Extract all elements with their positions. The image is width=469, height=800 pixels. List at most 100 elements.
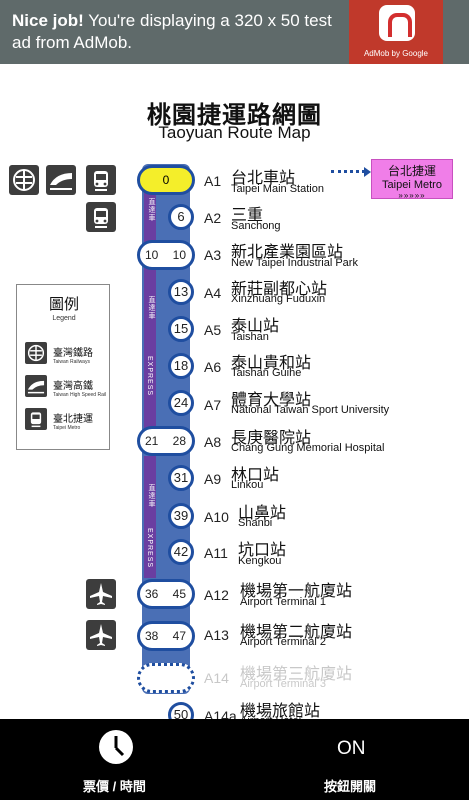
legend-label-en: Taiwan High Speed Rail bbox=[53, 392, 107, 398]
express-label: 直達車 bbox=[148, 198, 155, 222]
station-marker[interactable]: 42 bbox=[168, 539, 194, 565]
express-label: 直達車 bbox=[148, 484, 155, 508]
metro-icon bbox=[25, 408, 47, 430]
station-name[interactable]: 機場旅館站 bbox=[240, 703, 321, 720]
connection-arrow bbox=[331, 167, 371, 177]
station-name-en: Airport Terminal 1 bbox=[240, 596, 326, 608]
station-code: A3 bbox=[204, 247, 222, 263]
station-code: A7 bbox=[204, 397, 222, 413]
chevron-right-icon: »»»»» bbox=[398, 191, 426, 200]
station-name-en: New Taipei Industrial Park bbox=[231, 257, 358, 269]
station-code: A2 bbox=[204, 210, 222, 226]
legend-label: 臺灣鐵路 bbox=[53, 348, 93, 359]
airport-icon bbox=[86, 620, 116, 650]
airport-icon bbox=[86, 579, 116, 609]
station-name[interactable]: 三重 bbox=[231, 207, 264, 224]
railway-icon bbox=[25, 342, 47, 364]
legend: 圖例 Legend 臺灣鐵路 Taiwan Railways 臺灣高鐵 Taiw… bbox=[16, 284, 110, 450]
legend-label-en: Taipei Metro bbox=[53, 425, 81, 431]
station-marker[interactable]: 39 bbox=[168, 503, 194, 529]
admob-icon bbox=[379, 5, 415, 41]
metro-icon bbox=[86, 165, 116, 195]
station-code: A8 bbox=[204, 434, 222, 450]
station-name[interactable]: 體育大學站 bbox=[231, 392, 312, 409]
station-marker[interactable]: 13 bbox=[168, 279, 194, 305]
ad-banner[interactable]: Nice job! You're displaying a 320 x 50 t… bbox=[0, 0, 469, 64]
metro-icon bbox=[86, 202, 116, 232]
station-name[interactable]: 山鼻站 bbox=[238, 505, 287, 522]
station-name[interactable]: 台北車站 bbox=[231, 170, 296, 187]
station-marker-planned bbox=[137, 663, 195, 693]
station-name[interactable]: 泰山站 bbox=[231, 318, 280, 335]
station-code: A12 bbox=[204, 587, 229, 603]
station-code: A14 bbox=[204, 670, 229, 686]
station-code: A9 bbox=[204, 471, 222, 487]
station-marker[interactable]: 24 bbox=[168, 390, 194, 416]
station-name-en: Linkou bbox=[231, 479, 264, 491]
express-label: 直達車 bbox=[148, 296, 155, 320]
station-name[interactable]: 新北產業園區站 bbox=[231, 244, 344, 261]
taipei-metro-label: 台北捷運 bbox=[387, 164, 436, 178]
station-name-en: Shanbi bbox=[238, 517, 273, 529]
express-segment bbox=[144, 456, 156, 578]
clock-icon bbox=[99, 730, 133, 764]
station-code: A11 bbox=[204, 545, 228, 561]
station-code: A4 bbox=[204, 285, 222, 301]
station-name[interactable]: 泰山貴和站 bbox=[231, 355, 312, 372]
taipei-metro-label-en: Taipei Metro bbox=[382, 179, 442, 191]
taipei-metro-button[interactable]: 台北捷運 Taipei Metro »»»»» bbox=[371, 159, 453, 200]
station-marker[interactable]: 0 bbox=[137, 165, 195, 195]
station-marker[interactable]: 31 bbox=[168, 465, 194, 491]
station-name-en: Kengkou bbox=[238, 555, 282, 567]
express-label-en: EXPRESS bbox=[146, 356, 153, 397]
station-name-en: Airport Terminal 3 bbox=[240, 678, 326, 690]
hsr-icon bbox=[46, 165, 76, 195]
station-name[interactable]: 長庚醫院站 bbox=[231, 430, 312, 447]
station-name[interactable]: 新莊副都心站 bbox=[231, 281, 328, 298]
station-name-en: Airport Terminal 2 bbox=[240, 636, 326, 648]
station-name[interactable]: 機場第一航廈站 bbox=[240, 583, 353, 600]
station-name-en: Sanchong bbox=[231, 220, 281, 232]
fare-time-label: 票價 / 時間 bbox=[83, 779, 146, 794]
railway-icon bbox=[9, 165, 39, 195]
station-marker[interactable]: 6 bbox=[168, 204, 194, 230]
station-marker[interactable]: 15 bbox=[168, 316, 194, 342]
button-toggle[interactable]: ON 按鈕開關 bbox=[300, 719, 410, 800]
station-name: 機場第三航廈站 bbox=[240, 666, 353, 683]
station-name-en: Taipei Main Station bbox=[231, 183, 324, 195]
station-name-en: Chang Gung Memorial Hospital bbox=[231, 442, 385, 454]
bottom-bar: 票價 / 時間 ON 按鈕開關 bbox=[0, 719, 469, 800]
express-segment bbox=[144, 268, 156, 430]
legend-subtitle: Legend bbox=[52, 315, 76, 322]
station-code: A5 bbox=[204, 322, 222, 338]
map-title-en: Taoyuan Route Map bbox=[158, 123, 311, 142]
toggle-label: 按鈕開關 bbox=[324, 779, 377, 794]
hsr-icon bbox=[25, 375, 47, 397]
station-name-en: Taishan Guihe bbox=[231, 367, 302, 379]
toggle-state: ON bbox=[337, 738, 366, 759]
station-marker[interactable]: 18 bbox=[168, 353, 194, 379]
ad-text: Nice job! You're displaying a 320 x 50 t… bbox=[12, 11, 332, 52]
station-code: A6 bbox=[204, 359, 222, 375]
ad-by-label: AdMob by Google bbox=[363, 49, 429, 58]
legend-label: 臺灣高鐵 bbox=[53, 381, 93, 392]
express-segment bbox=[144, 190, 156, 242]
station-name-en: Taishan bbox=[231, 331, 269, 343]
fare-time-button[interactable]: 票價 / 時間 bbox=[60, 719, 180, 800]
station-name[interactable]: 機場第二航廈站 bbox=[240, 624, 353, 641]
legend-title: 圖例 bbox=[48, 296, 79, 313]
station-name-en: Xinzhuang Fuduxin bbox=[231, 293, 326, 305]
legend-label-en: Taiwan Railways bbox=[53, 359, 90, 365]
station-name[interactable]: 坑口站 bbox=[238, 542, 287, 559]
station-code: A1 bbox=[204, 173, 222, 189]
station-name-en: National Taiwan Sport University bbox=[231, 404, 390, 416]
station-name[interactable]: 林口站 bbox=[231, 467, 280, 484]
station-code: A10 bbox=[204, 509, 229, 525]
admob-logo: AdMob by Google bbox=[349, 0, 443, 64]
map-title: 桃園捷運路網圖 bbox=[147, 102, 322, 129]
station-code: A13 bbox=[204, 627, 229, 643]
